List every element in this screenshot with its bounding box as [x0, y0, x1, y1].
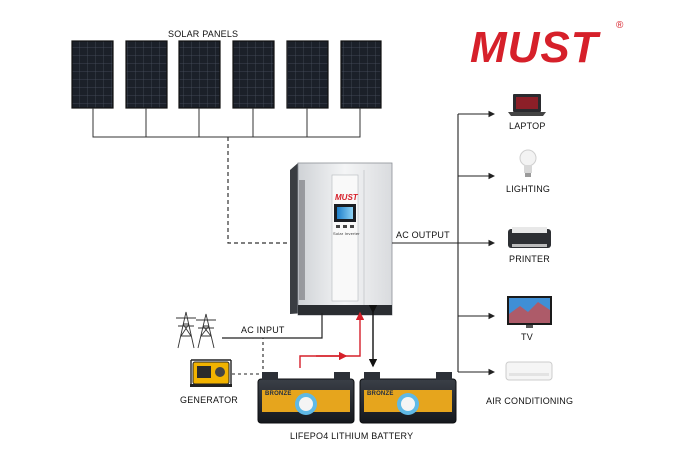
ac-output-label: AC OUTPUT	[396, 230, 450, 240]
inverter	[290, 162, 393, 316]
solar-panel	[71, 40, 114, 109]
battery-badge: BRONZE	[265, 391, 292, 397]
solar-panel	[178, 40, 221, 109]
tv-icon	[507, 296, 552, 328]
load-label-tv: TV	[521, 332, 533, 342]
ac-input-label: AC INPUT	[241, 325, 285, 335]
printer-icon	[508, 227, 551, 248]
inverter-model-label: Solar Inverter	[333, 231, 360, 236]
battery-label: LIFEPO4 LITHIUM BATTERY	[290, 431, 414, 441]
solar-panel	[232, 40, 275, 109]
generator-label: GENERATOR	[180, 395, 238, 405]
generator-icon	[190, 359, 232, 387]
power-pylon-icon	[176, 311, 216, 349]
load-label-lighting: LIGHTING	[506, 184, 551, 194]
solar-panels-label: SOLAR PANELS	[168, 29, 239, 39]
air-conditioner-icon	[505, 361, 553, 381]
generator-dashed-line	[232, 338, 264, 375]
light-bulb-icon	[519, 149, 537, 177]
load-label-laptop: LAPTOP	[509, 121, 546, 131]
laptop-icon	[508, 94, 546, 116]
ac-input-line	[222, 313, 323, 339]
inverter-brand-label: MUST	[335, 193, 358, 202]
battery-dc-lines	[299, 305, 378, 368]
pv-input-line	[227, 137, 290, 244]
load-label-printer: PRINTER	[509, 254, 550, 264]
solar-panel	[340, 40, 382, 109]
battery-badge: BRONZE	[367, 391, 394, 397]
battery-pack	[359, 372, 457, 424]
solar-panel-array	[71, 40, 382, 109]
solar-panel	[125, 40, 168, 109]
load-label-air-conditioning: AIR CONDITIONING	[486, 396, 574, 406]
battery-pack	[257, 372, 355, 424]
ac-output-bus	[392, 110, 496, 376]
solar-panel	[286, 40, 329, 109]
registered-mark: ®	[616, 20, 624, 31]
brand-logo: MUST	[470, 23, 599, 72]
panel-wiring	[92, 108, 361, 138]
